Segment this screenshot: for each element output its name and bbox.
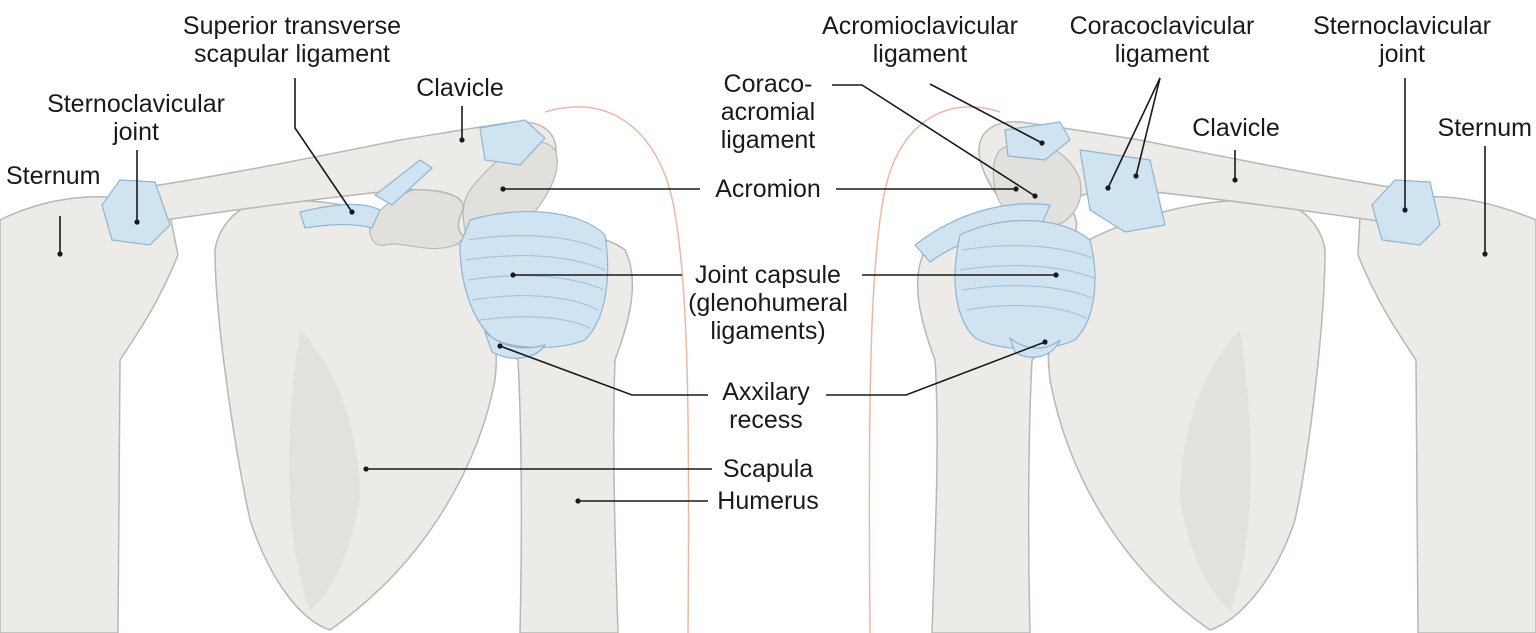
right-scapula-shadow [1180,330,1251,610]
label-right-sternum: Sternum [1437,114,1532,142]
label-acromioclavicular-ligament: Acromioclavicular ligament [822,12,1018,68]
leader-dot [510,272,516,278]
leader-coracoacromial [832,84,1036,197]
label-acromion: Acromion [715,175,821,203]
label-superior-transverse-scapular-ligament: Superior transverse scapular ligament [182,12,402,68]
leader-dot [57,251,63,257]
right-capsule-fibers [959,245,1095,319]
leader-dot [1013,186,1019,192]
label-right-clavicle: Clavicle [1192,114,1280,142]
leader-coracoclavicular-a [1107,77,1161,189]
left-superior-transverse-scapular-ligament [299,203,381,229]
leader-dot [1032,193,1038,199]
leader-dot [1482,251,1488,257]
leader-acromioclavicular [929,83,1043,144]
label-joint-capsule: Joint capsule (glenohumeral ligaments) [688,261,848,345]
label-right-sternoclavicular-joint: Sternoclavicular joint [1313,12,1491,68]
left-axillary-recess [483,330,547,359]
right-joint-capsule [954,220,1096,350]
leader-dot [1105,185,1111,191]
left-sternum-bone [0,196,179,633]
label-left-sternum: Sternum [6,162,101,190]
leader-dot [575,498,581,504]
label-coracoacromial-ligament: Coraco- acromial ligament [720,70,816,154]
leader-dot [1133,173,1139,179]
label-left-sternoclavicular-joint: Sternoclavicular joint [47,90,225,146]
leader-dot [500,186,506,192]
leader-coracoclavicular-b [1135,77,1161,177]
leader-dot [497,343,503,349]
leader-dot [1053,272,1059,278]
left-anterior-view [0,106,690,633]
leader-dot [363,466,369,472]
label-scapula: Scapula [722,455,814,483]
right-skin-outline [868,106,1001,633]
leader-dot [1039,140,1045,146]
left-sternoclavicular-ligament [101,179,171,246]
left-joint-capsule [459,210,609,349]
leader-superior-transverse [294,78,353,213]
left-acromioclavicular-ligament [479,119,546,166]
label-axillary-recess: Axxilary recess [722,378,810,434]
leader-axillary-right [826,341,1046,396]
left-capsule-fibers [465,235,606,329]
leader-dot [1402,207,1408,213]
left-scapula-bone [214,199,498,631]
label-coracoclavicular-ligament: Coracoclavicular ligament [1069,12,1255,68]
leader-dot [134,219,140,225]
leader-dot [349,209,355,215]
right-posterior-view [868,106,1536,633]
right-axillary-recess [1008,336,1061,358]
leader-lines [57,77,1488,504]
left-scapula-shadow [289,330,360,610]
label-left-clavicle: Clavicle [416,74,504,102]
label-humerus: Humerus [717,487,819,515]
left-skin-outline [544,106,690,633]
leader-dot [459,137,465,143]
leader-dot [1232,177,1238,183]
right-coracoclavicular-ligament [1079,149,1166,233]
leader-axillary-left [499,345,708,396]
left-conoid-ligament [373,159,433,206]
right-sternum-bone [1357,196,1536,633]
leader-dot [1042,339,1048,345]
right-sternoclavicular-ligament [1371,179,1441,246]
